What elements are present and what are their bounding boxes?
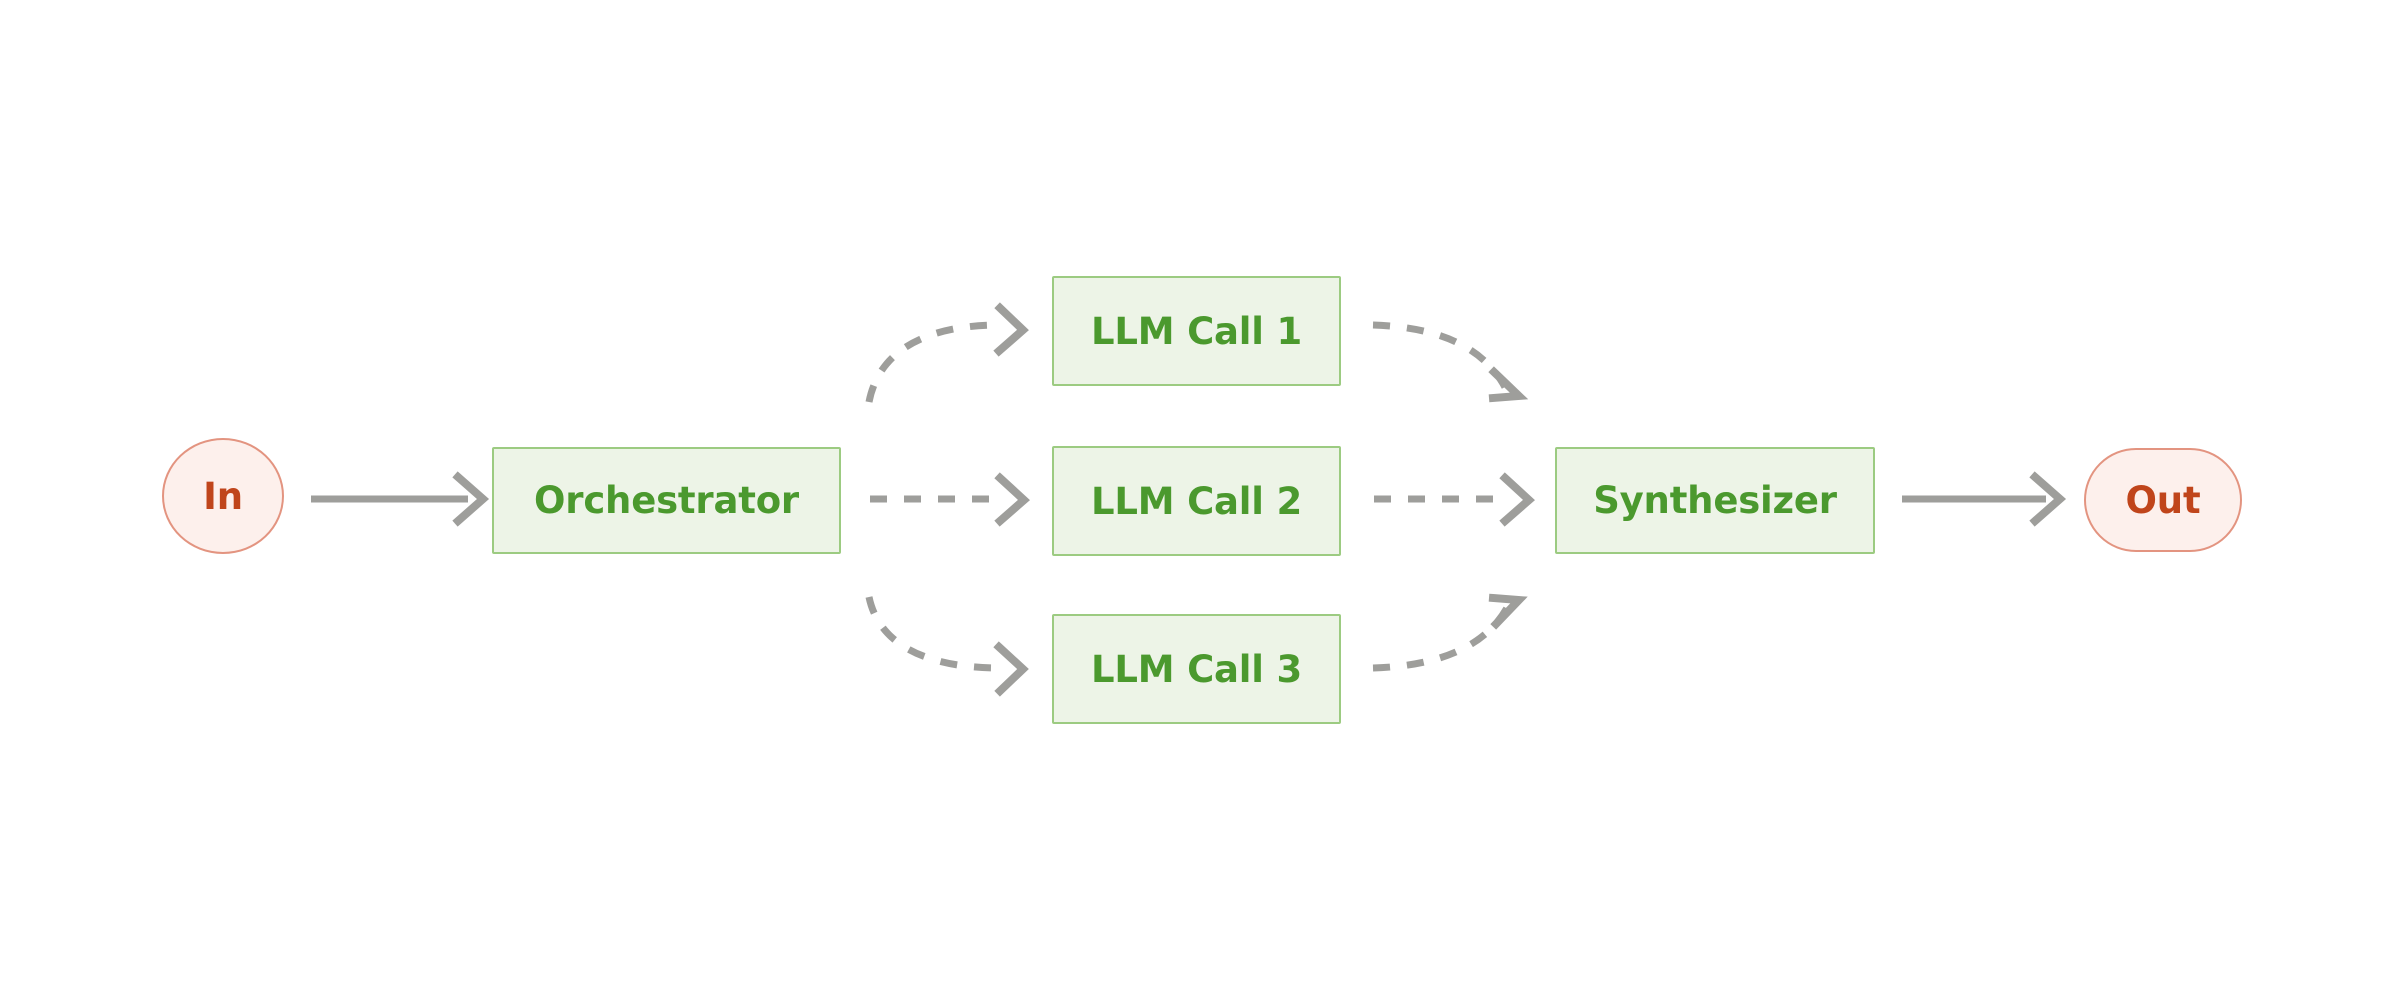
edge-orchestrator-to-llm-1	[865, 302, 1029, 403]
edge-llm-3-to-synthesizer	[1372, 593, 1528, 672]
node-llm-call-1[interactable]: LLM Call 1	[1052, 276, 1341, 386]
edge-llm-1-to-synthesizer	[1372, 321, 1529, 403]
node-llm-call-2-label: LLM Call 2	[1091, 479, 1302, 523]
node-orchestrator[interactable]: Orchestrator	[492, 447, 841, 554]
node-synthesizer-label: Synthesizer	[1593, 479, 1837, 522]
node-out[interactable]: Out	[2084, 448, 2242, 552]
node-in[interactable]: In	[162, 438, 284, 554]
node-orchestrator-label: Orchestrator	[534, 479, 799, 522]
node-llm-call-3[interactable]: LLM Call 3	[1052, 614, 1341, 724]
edge-synthesizer-to-out	[1902, 471, 2067, 527]
node-out-label: Out	[2125, 478, 2201, 522]
node-in-label: In	[203, 474, 243, 518]
node-llm-call-1-label: LLM Call 1	[1091, 309, 1302, 353]
edge-llm-2-to-synthesizer	[1374, 472, 1535, 527]
edge-orchestrator-to-llm-2	[870, 472, 1030, 527]
node-synthesizer[interactable]: Synthesizer	[1555, 447, 1875, 554]
node-llm-call-3-label: LLM Call 3	[1091, 647, 1302, 691]
edge-orchestrator-to-llm-3	[865, 596, 1029, 697]
edge-in-to-orchestrator	[311, 471, 490, 527]
node-llm-call-2[interactable]: LLM Call 2	[1052, 446, 1341, 556]
